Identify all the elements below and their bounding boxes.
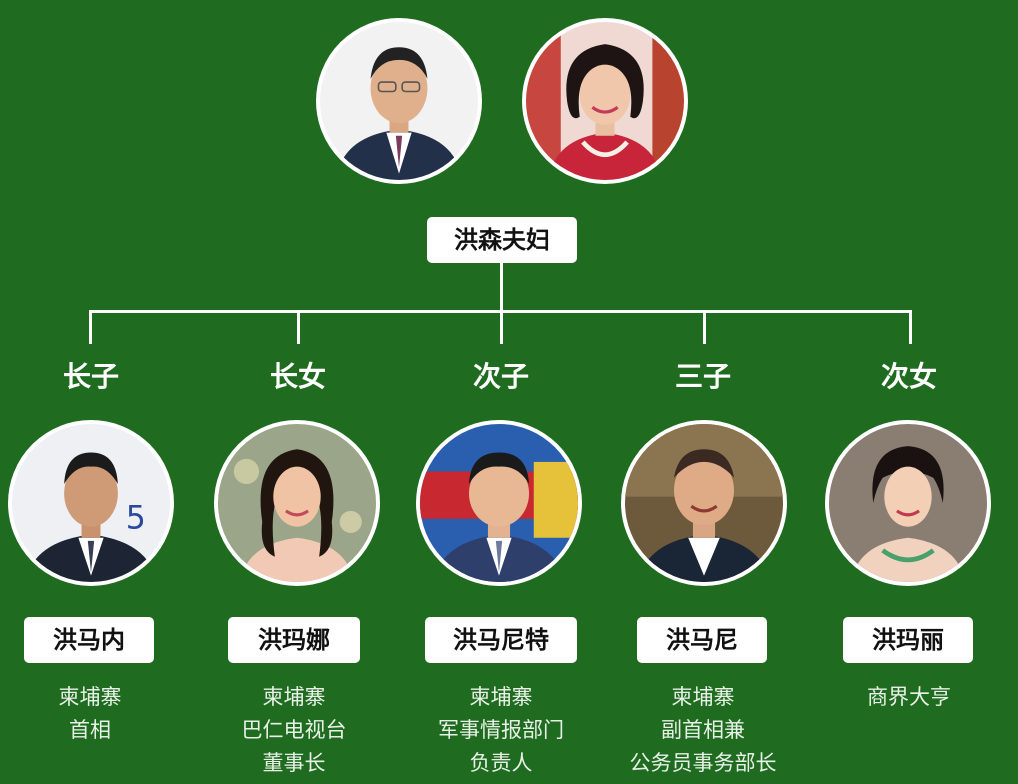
description-line: 柬埔寨 [262, 685, 326, 709]
trunk-line [500, 263, 503, 312]
child-portrait: 5 [8, 420, 174, 586]
child-name-label: 洪马内 [24, 617, 154, 663]
mother-portrait-image [526, 22, 684, 180]
relation-label: 长女 [269, 360, 326, 393]
child-portrait-image [218, 424, 376, 582]
child-description: 柬埔寨 巴仁电视台 董事长 [189, 681, 399, 780]
description-line: 负责人 [469, 751, 533, 775]
child-name-label: 洪马尼特 [425, 617, 577, 663]
branch-line-4 [703, 310, 706, 344]
child-portrait [214, 420, 380, 586]
relation-label: 次子 [472, 360, 529, 393]
description-line: 柬埔寨 [469, 685, 533, 709]
description-line: 首相 [69, 718, 111, 742]
child-portrait-image [625, 424, 783, 582]
child-description: 柬埔寨 军事情报部门 负责人 [396, 681, 606, 780]
father-portrait-image [320, 22, 478, 180]
child-name-label: 洪玛娜 [228, 617, 360, 663]
child-portrait-image: 5 [12, 424, 170, 582]
parents-label: 洪森夫妇 [427, 217, 577, 263]
child-portrait-image [420, 424, 578, 582]
branch-line-5 [909, 310, 912, 344]
child-portrait [825, 420, 991, 586]
child-name-label: 洪马尼 [637, 617, 767, 663]
description-line: 柬埔寨 [58, 685, 122, 709]
child-description: 商界大亨 [804, 681, 1014, 714]
mother-portrait [522, 18, 688, 184]
relation-label: 三子 [674, 360, 731, 393]
branch-line-2 [297, 310, 300, 344]
relation-label: 长子 [62, 360, 119, 393]
branch-line-1 [89, 310, 92, 344]
description-line: 巴仁电视台 [241, 718, 347, 742]
description-line: 副首相兼 [661, 718, 745, 742]
svg-text:5: 5 [126, 500, 146, 536]
description-line: 公务员事务部长 [629, 751, 777, 775]
child-name-label: 洪玛丽 [843, 617, 973, 663]
child-portrait [621, 420, 787, 586]
child-description: 柬埔寨 副首相兼 公务员事务部长 [598, 681, 808, 780]
description-line: 董事长 [262, 751, 326, 775]
description-line: 商界大亨 [867, 685, 951, 709]
child-portrait-image [829, 424, 987, 582]
description-line: 军事情报部门 [438, 718, 564, 742]
description-line: 柬埔寨 [671, 685, 735, 709]
relation-label: 次女 [880, 360, 937, 393]
child-description: 柬埔寨 首相 [0, 681, 195, 747]
branch-line-3 [500, 310, 503, 344]
child-portrait [416, 420, 582, 586]
father-portrait [316, 18, 482, 184]
